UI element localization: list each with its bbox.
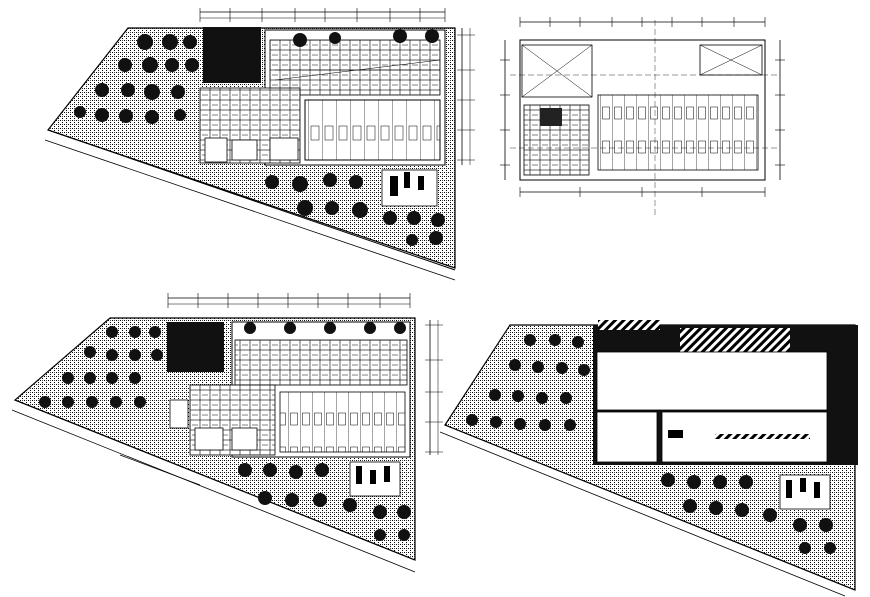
roof-stripes [598,320,660,330]
roof-detail [668,430,683,438]
courtyard-element [384,466,390,482]
courtyard-element [404,172,410,188]
road-edge [44,139,456,281]
grid-axes [510,20,780,215]
parking-floor-plan [500,17,785,215]
building-core [167,322,224,372]
entry-arrow [119,454,201,486]
road-edge [444,424,856,591]
parking-area [269,39,441,96]
site-plan-ground-floor [44,8,475,281]
room [231,427,258,451]
trees [466,334,836,554]
road-edge [47,129,456,271]
courtyard-element [370,470,376,484]
roof-slab [596,411,658,463]
roof-plan [439,320,858,597]
courtyard-element [800,478,806,492]
dimension-ticks [457,34,475,161]
parking-area [279,391,406,453]
room [231,139,258,161]
room [204,137,228,163]
courtyard-element [418,176,424,190]
roof-slab [596,351,828,411]
parking-area [597,94,759,171]
ramp-line [274,59,441,81]
courtyard-element [786,480,792,498]
roof-diagonal [699,44,763,76]
parking-area [304,99,441,161]
road-edge [439,431,846,597]
dimension-ticks [500,17,785,197]
courtyard-element [814,482,820,498]
trees [39,322,411,541]
site-plan-first-floor [11,293,443,573]
stair-core [540,108,562,126]
trees [74,29,445,246]
room-strip [234,339,408,386]
dimension-ticks [425,324,443,453]
dimension-ticks [167,293,411,308]
room [194,427,224,451]
room [269,137,299,161]
room [169,399,189,429]
road-edge [11,409,416,573]
dimension-ticks [199,8,446,22]
road-edge [14,399,416,561]
courtyard-element [356,466,362,484]
building-core [203,27,261,83]
roof-stripes [680,328,790,356]
roof-diagonal [521,44,593,98]
courtyard-element [390,176,398,196]
roof-skylight [715,434,810,439]
